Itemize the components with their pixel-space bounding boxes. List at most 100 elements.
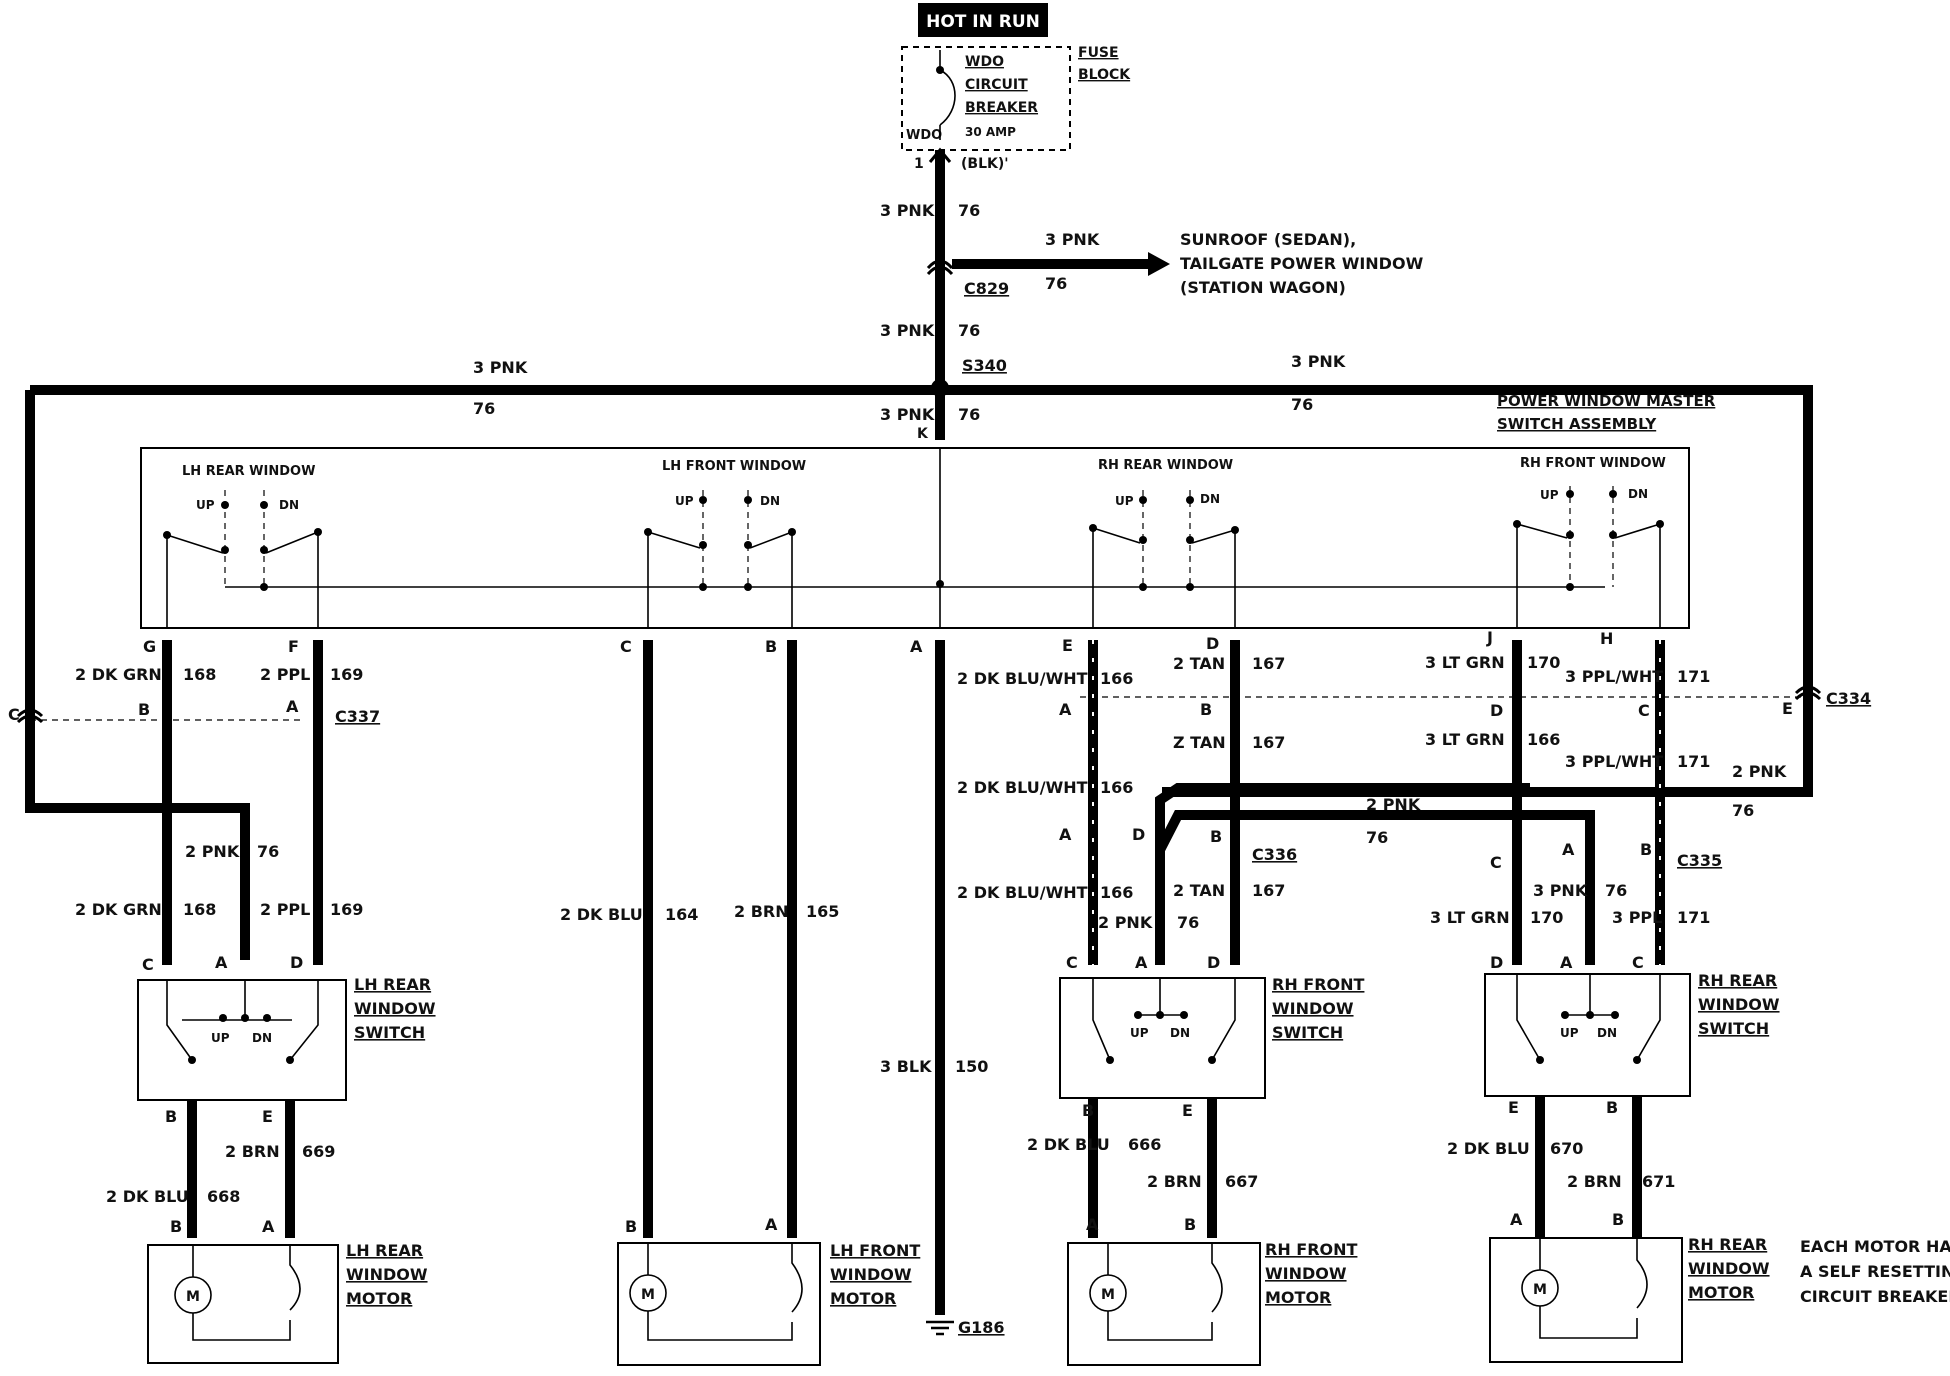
- svg-text:170: 170: [1530, 908, 1563, 927]
- svg-text:2 BRN: 2 BRN: [225, 1142, 280, 1161]
- svg-text:C: C: [1490, 853, 1502, 872]
- svg-text:DN: DN: [760, 494, 780, 508]
- svg-text:RH FRONT: RH FRONT: [1272, 975, 1365, 994]
- svg-text:WINDOW: WINDOW: [1272, 999, 1354, 1018]
- svg-text:670: 670: [1550, 1139, 1583, 1158]
- svg-text:A: A: [215, 953, 228, 972]
- c334-pin-e: E: [1782, 699, 1793, 718]
- svg-text:C335: C335: [1677, 851, 1722, 870]
- svg-text:C: C: [142, 955, 154, 974]
- svg-text:SWITCH: SWITCH: [354, 1023, 425, 1042]
- svg-text:2 PNK: 2 PNK: [1732, 762, 1787, 781]
- breaker-label-1: WDO: [965, 54, 1004, 70]
- feed-ckt-label-3: 76: [958, 405, 980, 424]
- svg-text:3 LT GRN: 3 LT GRN: [1425, 653, 1505, 672]
- svg-text:2 DK GRN: 2 DK GRN: [75, 900, 162, 919]
- svg-text:2 DK BLU: 2 DK BLU: [1447, 1139, 1530, 1158]
- svg-text:B: B: [170, 1217, 182, 1236]
- svg-text:DN: DN: [252, 1031, 272, 1045]
- bus-left-ckt-label: 76: [473, 399, 495, 418]
- feed-ckt-label-1: 76: [958, 201, 980, 220]
- note-line-1: EACH MOTOR HAS: [1800, 1237, 1950, 1256]
- master-section-lh-rear: LH REAR WINDOW: [182, 464, 315, 479]
- svg-text:169: 169: [330, 665, 363, 684]
- svg-text:LH REAR: LH REAR: [354, 975, 431, 994]
- lh-front-motor-label-2: WINDOW: [830, 1265, 912, 1284]
- svg-text:A: A: [286, 697, 299, 716]
- svg-text:2 BRN: 2 BRN: [1147, 1172, 1202, 1191]
- svg-text:A: A: [1086, 1215, 1099, 1234]
- master-pin-k: K: [917, 426, 929, 442]
- connector-c829-label: C829: [964, 279, 1009, 298]
- feed-wire-label-3: 3 PNK: [880, 405, 935, 424]
- svg-text:2 PPL: 2 PPL: [260, 900, 310, 919]
- svg-text:G186: G186: [958, 1318, 1005, 1337]
- svg-text:M: M: [1533, 1282, 1547, 1298]
- svg-text:2 DK BLU/WHT: 2 DK BLU/WHT: [957, 883, 1088, 902]
- rh-rear-motor-label-2: WINDOW: [1688, 1259, 1770, 1278]
- svg-text:2 DK GRN: 2 DK GRN: [75, 665, 162, 684]
- svg-text:D: D: [290, 953, 303, 972]
- svg-text:D: D: [1490, 953, 1503, 972]
- svg-text:D: D: [1490, 701, 1503, 720]
- svg-text:G: G: [143, 637, 156, 656]
- c334-label: C334: [1826, 689, 1871, 708]
- svg-text:A: A: [1135, 953, 1148, 972]
- breaker-label-3: BREAKER: [965, 100, 1038, 116]
- svg-text:E: E: [1062, 636, 1073, 655]
- svg-text:2 TAN: 2 TAN: [1173, 881, 1225, 900]
- svg-text:76: 76: [1605, 881, 1627, 900]
- svg-text:2 BRN: 2 BRN: [734, 902, 789, 921]
- svg-text:168: 168: [183, 900, 216, 919]
- lh-rear-motor-label-2: WINDOW: [346, 1265, 428, 1284]
- svg-text:165: 165: [806, 902, 839, 921]
- svg-text:76: 76: [1732, 801, 1754, 820]
- svg-text:SWITCH: SWITCH: [1698, 1019, 1769, 1038]
- lh-front-motor-label-3: MOTOR: [830, 1289, 896, 1308]
- svg-text:171: 171: [1677, 752, 1710, 771]
- feed-wire-label-2: 3 PNK: [880, 321, 935, 340]
- bus-right-wire-label: 3 PNK: [1291, 352, 1346, 371]
- circuit-breaker-symbol: [939, 50, 956, 140]
- svg-text:76: 76: [1177, 913, 1199, 932]
- rh-rear-branch: 3 LT GRN 170 3 PPL/WHT 171 D C 3 LT GRN …: [1425, 640, 1787, 1238]
- svg-text:E: E: [1508, 1098, 1519, 1117]
- svg-text:E: E: [262, 1107, 273, 1126]
- svg-text:2 BRN: 2 BRN: [1567, 1172, 1622, 1191]
- svg-text:DN: DN: [1597, 1026, 1617, 1040]
- feed-ckt-label-2: 76: [958, 321, 980, 340]
- sunroof-dest-2: TAILGATE POWER WINDOW: [1180, 254, 1424, 273]
- svg-text:Z TAN: Z TAN: [1173, 733, 1226, 752]
- master-rh-rear-switch: UP DN: [1089, 490, 1239, 628]
- svg-text:668: 668: [207, 1187, 240, 1206]
- svg-text:3 BLK: 3 BLK: [880, 1057, 932, 1076]
- note-line-2: A SELF RESETTING: [1800, 1262, 1950, 1281]
- svg-text:B: B: [1200, 700, 1212, 719]
- svg-text:166: 166: [1100, 883, 1133, 902]
- svg-text:DN: DN: [1200, 492, 1220, 506]
- feed-wire-label-1: 3 PNK: [880, 201, 935, 220]
- rh-rear-motor-box: [1489, 1237, 1683, 1363]
- fuse-block-label-1: FUSE: [1078, 45, 1119, 61]
- svg-text:B: B: [1612, 1210, 1624, 1229]
- svg-text:J: J: [1486, 628, 1493, 647]
- note-line-3: CIRCUIT BREAKER: [1800, 1287, 1950, 1306]
- ground-icon: [926, 1320, 954, 1336]
- master-section-lh-front: LH FRONT WINDOW: [662, 459, 806, 474]
- svg-text:DN: DN: [279, 498, 299, 512]
- rh-rear-motor-label-1: RH REAR: [1688, 1235, 1767, 1254]
- svg-text:UP: UP: [1560, 1026, 1579, 1040]
- master-section-rh-rear: RH REAR WINDOW: [1098, 458, 1233, 473]
- lh-front-branch: 2 DK BLU 164 2 BRN 165 B A: [560, 640, 839, 1238]
- svg-text:UP: UP: [1130, 1026, 1149, 1040]
- svg-text:2 PNK: 2 PNK: [1098, 913, 1153, 932]
- breaker-label-2: CIRCUIT: [965, 77, 1028, 93]
- bus-right-ckt-label: 76: [1291, 395, 1313, 414]
- svg-text:UP: UP: [675, 494, 694, 508]
- svg-text:E: E: [1182, 1101, 1193, 1120]
- svg-text:170: 170: [1527, 653, 1560, 672]
- fuse-pin-color: (BLK)': [961, 156, 1009, 172]
- svg-text:150: 150: [955, 1057, 988, 1076]
- breaker-rating: 30 AMP: [965, 125, 1016, 139]
